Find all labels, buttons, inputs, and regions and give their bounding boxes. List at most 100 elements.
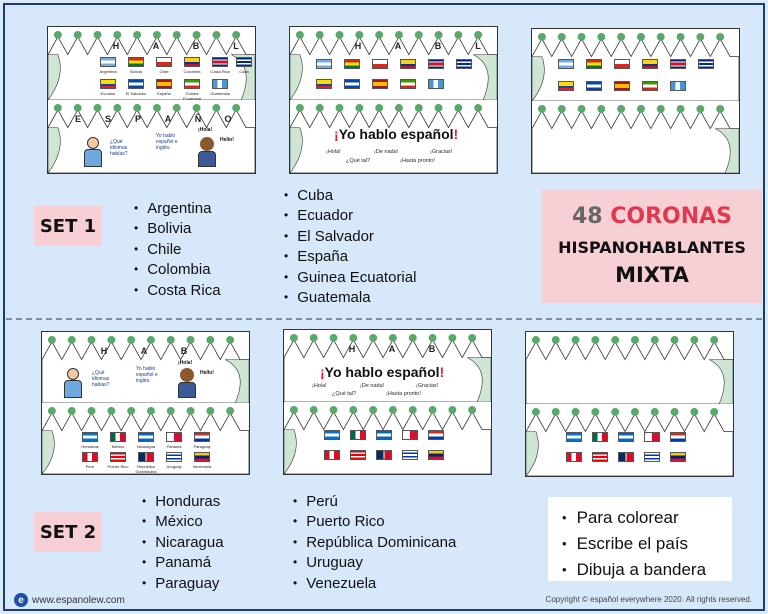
flag-cuba-icon <box>236 57 252 67</box>
list-item: Dibuja a bandera <box>562 557 732 583</box>
crown-letter: A <box>164 114 172 124</box>
flag-honduras-icon <box>82 432 98 442</box>
list-item: República Dominicana <box>293 533 456 553</box>
flag-label: Panamá <box>166 444 182 449</box>
site-url[interactable]: www.espanolew.com <box>32 594 125 606</box>
flag-label: Nicaragua <box>136 444 156 449</box>
boy-illustration <box>64 368 82 400</box>
flag-mexico-icon <box>592 432 608 442</box>
title-variant: MIXTA <box>615 263 689 287</box>
flag-guatemala-icon <box>670 81 686 91</box>
speech-bubble: ¿Qué idiomas hablas? <box>92 370 110 388</box>
set2-country-list-a: Honduras México Nicaragua Panamá Paragua… <box>142 492 224 594</box>
crown-top-strip <box>48 27 255 100</box>
list-item: Guinea Ecuatorial <box>284 268 416 288</box>
flag-el-salvador-icon <box>128 79 144 89</box>
flag-uruguay-icon <box>402 450 418 460</box>
flag-puerto-rico-icon <box>110 452 126 462</box>
flag-costa-rica-icon <box>212 57 228 67</box>
list-item: Colombia <box>134 260 221 280</box>
yo-hablo-title: ¡Yo hablo español! <box>334 126 459 142</box>
phrase: ¿Qué tal? <box>346 158 371 164</box>
list-item: Cuba <box>284 186 416 206</box>
flag-label: España <box>157 91 171 96</box>
phrase: ¡Hola! <box>326 149 341 155</box>
flag-colombia-icon <box>400 59 416 69</box>
crown-card-set1-a: H A B L Argentina Bolivia Chile Colombia… <box>47 26 256 174</box>
flag-label: Honduras <box>81 444 99 449</box>
flag-label: Guinea Ecuatorial <box>183 91 201 101</box>
speech-bubble: ¡Hola! <box>178 360 193 366</box>
crown-top-strip <box>532 29 739 101</box>
flag-bolivia-icon <box>344 59 360 69</box>
flag-paraguay-icon <box>428 430 444 440</box>
phrase: ¿Qué tal? <box>332 391 357 397</box>
flag-republica-dominicana-icon <box>376 450 392 460</box>
flag-puerto-rico-icon <box>350 450 366 460</box>
flag-venezuela-icon <box>670 452 686 462</box>
flag-chile-icon <box>156 57 172 67</box>
list-item: Venezuela <box>293 574 456 594</box>
list-item: España <box>284 247 416 267</box>
phrase: ¡Gracias! <box>416 383 439 389</box>
list-item: Guatemala <box>284 288 416 308</box>
crown-letter: A <box>394 41 402 51</box>
phrase: ¡De nada! <box>360 383 385 389</box>
list-item: Perú <box>293 492 456 512</box>
crown-letter: S <box>104 114 111 124</box>
flag-guatemala-icon <box>428 79 444 89</box>
list-item: Ecuador <box>284 206 416 226</box>
crown-letter: Ñ <box>194 114 202 124</box>
flag-el-salvador-icon <box>586 81 602 91</box>
flag-republica-dominicana-icon <box>618 452 634 462</box>
girl-illustration <box>178 368 196 400</box>
list-item: Escribe el país <box>562 531 732 557</box>
flag-peru-icon <box>566 452 582 462</box>
flag-argentina-icon <box>558 59 574 69</box>
title-subtitle: HISPANOHABLANTES <box>558 238 746 257</box>
flag-label: Ecuador <box>100 91 116 96</box>
crown-letter: L <box>475 41 481 51</box>
crown-letter: H <box>112 41 120 51</box>
crown-letter: E <box>74 114 81 124</box>
speech-bubble: ¡Hola! <box>198 127 213 133</box>
flag-costa-rica-icon <box>670 59 686 69</box>
flag-ecuador-icon <box>558 81 574 91</box>
crown-letter: L <box>233 41 239 51</box>
section-divider <box>6 318 762 320</box>
flag-label: El Salvador <box>125 91 147 96</box>
flag-honduras-icon <box>566 432 582 442</box>
flag-nicaragua-icon <box>376 430 392 440</box>
crown-top-strip <box>290 27 497 100</box>
list-item: El Salvador <box>284 227 416 247</box>
product-title: 48 CORONAS <box>542 204 762 229</box>
speech-bubble: Hello! <box>200 370 214 376</box>
crown-card-set1-c <box>531 28 740 174</box>
flag-label: Bolivia <box>130 69 142 74</box>
crown-letter: P <box>134 114 141 124</box>
flag-label: República Dominicana <box>135 464 157 474</box>
crown-letter: B <box>434 41 442 51</box>
crown-letter: H <box>100 346 108 356</box>
flag-mexico-icon <box>350 430 366 440</box>
flag-venezuela-icon <box>194 452 210 462</box>
crown-letter: B <box>180 346 188 356</box>
phrase: ¡Hasta pronto! <box>400 158 435 164</box>
copyright-notice: Copyright © español everywhere 2020. All… <box>545 595 752 604</box>
flag-bolivia-icon <box>586 59 602 69</box>
flag-mexico-icon <box>110 432 126 442</box>
features-list: Para colorear Escribe el país Dibuja a b… <box>548 497 732 583</box>
flag-label: Guatemala <box>210 91 230 96</box>
flag-guinea-ecuatorial-icon <box>184 79 200 89</box>
set1-badge: SET 1 <box>34 206 102 246</box>
phrase: ¡Hasta pronto! <box>386 391 421 397</box>
girl-illustration <box>198 137 216 169</box>
set1-country-list-b: Cuba Ecuador El Salvador España Guinea E… <box>284 186 416 308</box>
list-item: Costa Rica <box>134 281 220 301</box>
flag-label: Perú <box>85 464 95 469</box>
list-item: Panamá <box>142 553 224 573</box>
flag-guatemala-icon <box>212 79 228 89</box>
speech-bubble: Hello! <box>220 137 234 143</box>
crown-letter: A <box>140 346 148 356</box>
flag-guinea-ecuatorial-icon <box>400 79 416 89</box>
